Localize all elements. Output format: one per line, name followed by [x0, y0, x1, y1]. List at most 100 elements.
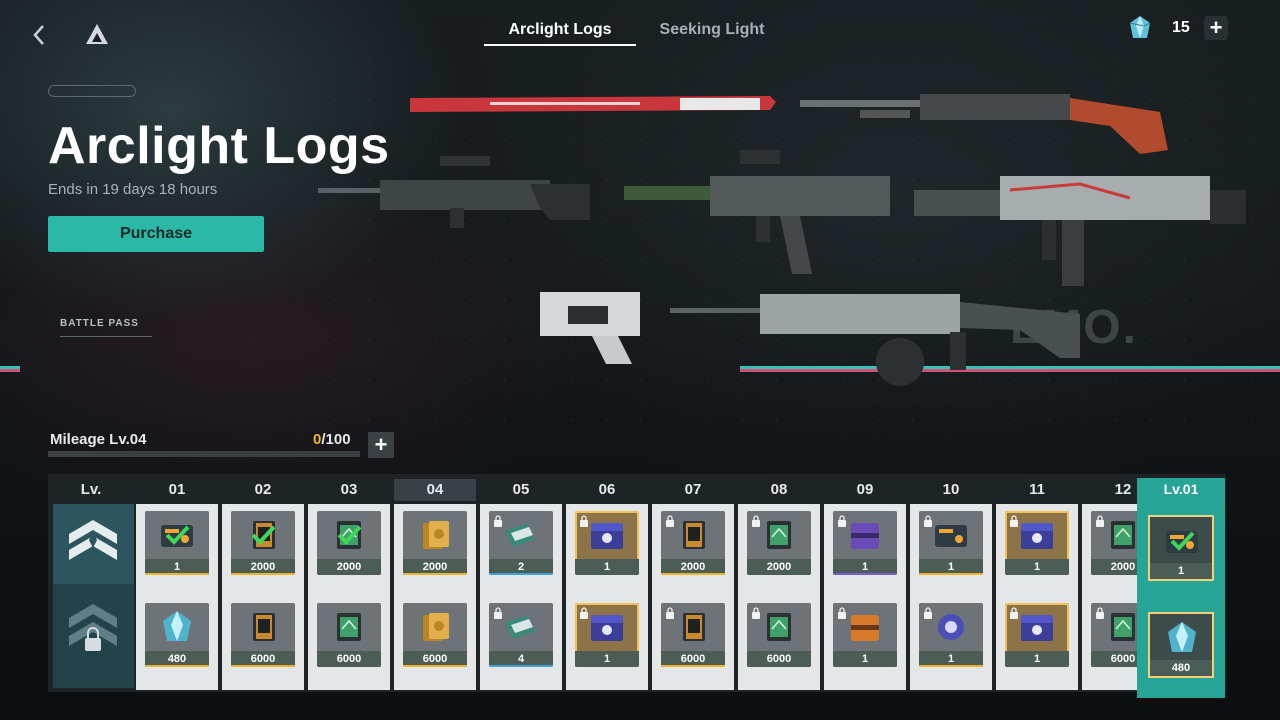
- purchase-button[interactable]: Purchase: [48, 216, 264, 252]
- free-reward-card[interactable]: 1: [833, 511, 897, 575]
- level-header: 09: [856, 481, 874, 498]
- premium-reward-card[interactable]: 1: [833, 603, 897, 667]
- level-header: 12: [1114, 481, 1132, 498]
- free-reward-card[interactable]: 2000: [317, 511, 381, 575]
- rarity-bar: [403, 665, 467, 667]
- reward-amount: 2000: [747, 559, 811, 575]
- premium-reward-card[interactable]: 4: [489, 603, 553, 667]
- chip-icon: [243, 609, 283, 645]
- level-header: 11: [1029, 481, 1045, 498]
- tablet-icon: [329, 517, 369, 553]
- reward-amount: 1: [919, 651, 983, 667]
- end-reward-premium[interactable]: 480: [1148, 612, 1214, 678]
- level-column: 2000 6000: [222, 504, 304, 690]
- level-column: 2000 6000: [652, 504, 734, 690]
- tab-arclight-logs[interactable]: Arclight Logs: [484, 12, 636, 46]
- mileage-progress-text: 0/100: [313, 431, 351, 448]
- level-header: 10: [942, 481, 960, 498]
- level-column: 2000 6000: [394, 504, 476, 690]
- reward-amount: 480: [145, 651, 209, 667]
- premium-reward-card[interactable]: 1: [1005, 603, 1069, 667]
- shotgun-skin: [800, 94, 1168, 154]
- premium-reward-card[interactable]: 1: [919, 603, 983, 667]
- lmg-skin: [670, 294, 1080, 386]
- premium-reward-card[interactable]: 6000: [231, 603, 295, 667]
- reward-amount: 1: [145, 559, 209, 575]
- free-reward-card[interactable]: 2000: [661, 511, 725, 575]
- premium-reward-card[interactable]: 480: [145, 603, 209, 667]
- event-countdown: Ends in 19 days 18 hours: [48, 181, 218, 198]
- rarity-bar: [489, 665, 553, 667]
- reward-amount: 6000: [317, 651, 381, 667]
- level-header: 05: [512, 481, 530, 498]
- crate-orange-icon: [845, 609, 885, 645]
- home-icon: [86, 24, 108, 44]
- gold-icon: [415, 609, 455, 645]
- back-button[interactable]: [28, 20, 50, 50]
- reward-amount: 6000: [403, 651, 467, 667]
- reward-amount: 1: [833, 651, 897, 667]
- rarity-bar: [231, 573, 295, 575]
- free-reward-card[interactable]: 1: [575, 511, 639, 575]
- buy-mileage-button[interactable]: +: [368, 432, 394, 458]
- free-reward-card[interactable]: 2000: [747, 511, 811, 575]
- premium-tier-badge: [53, 584, 134, 688]
- free-reward-card[interactable]: 1: [1005, 511, 1069, 575]
- crystal-icon: [157, 609, 197, 645]
- premium-reward-card[interactable]: 6000: [661, 603, 725, 667]
- free-reward-card[interactable]: 2000: [231, 511, 295, 575]
- add-currency-button[interactable]: +: [1204, 16, 1228, 40]
- accent-stripe-left: [0, 366, 20, 372]
- card-icon: [931, 517, 971, 553]
- reward-amount: 2000: [403, 559, 467, 575]
- chip-icon: [243, 517, 283, 553]
- currency-value: 15: [1172, 19, 1190, 36]
- rarity-bar: [145, 573, 209, 575]
- premium-reward-card[interactable]: 6000: [403, 603, 467, 667]
- reward-amount: 4: [489, 651, 553, 667]
- gold-icon: [415, 517, 455, 553]
- premium-reward-card[interactable]: 6000: [747, 603, 811, 667]
- reward-amount: 1: [575, 559, 639, 575]
- tablet-icon: [759, 609, 799, 645]
- mileage-max: /100: [321, 431, 351, 448]
- level-header: 04: [394, 479, 476, 501]
- tab-seeking-light[interactable]: Seeking Light: [659, 21, 765, 38]
- ticket-icon: [501, 609, 541, 645]
- tablet-icon: [759, 517, 799, 553]
- next-season-header: Lv.01: [1163, 481, 1199, 497]
- box-icon: [1017, 609, 1057, 645]
- chip-icon: [673, 517, 713, 553]
- level-column: 2000 6000: [738, 504, 820, 690]
- reward-amount: 2000: [317, 559, 381, 575]
- free-reward-card[interactable]: 1: [145, 511, 209, 575]
- orb-icon: [931, 609, 971, 645]
- box-icon: [587, 609, 627, 645]
- free-reward-card[interactable]: 1: [919, 511, 983, 575]
- premium-reward-card[interactable]: 1: [575, 603, 639, 667]
- free-reward-card[interactable]: 2000: [403, 511, 467, 575]
- rarity-bar: [919, 573, 983, 575]
- level-column: 1 480: [136, 504, 218, 690]
- reward-amount: 6000: [661, 651, 725, 667]
- assault-rifle-skin: [624, 150, 890, 274]
- level-header: 08: [770, 481, 788, 498]
- reward-amount: 6000: [747, 651, 811, 667]
- end-reward-free[interactable]: 1: [1148, 515, 1214, 581]
- tablet-icon: [1103, 609, 1143, 645]
- rarity-bar: [661, 573, 725, 575]
- box-icon: [587, 517, 627, 553]
- free-reward-card[interactable]: 2: [489, 511, 553, 575]
- reward-amount: 2: [489, 559, 553, 575]
- tab-bar: Arclight Logs Seeking Light: [484, 12, 788, 46]
- level-header: 01: [168, 481, 186, 498]
- level-header: 02: [254, 481, 272, 498]
- home-button[interactable]: [82, 20, 112, 50]
- locked-rank-icon: [69, 604, 117, 651]
- premium-reward-card[interactable]: 6000: [317, 603, 381, 667]
